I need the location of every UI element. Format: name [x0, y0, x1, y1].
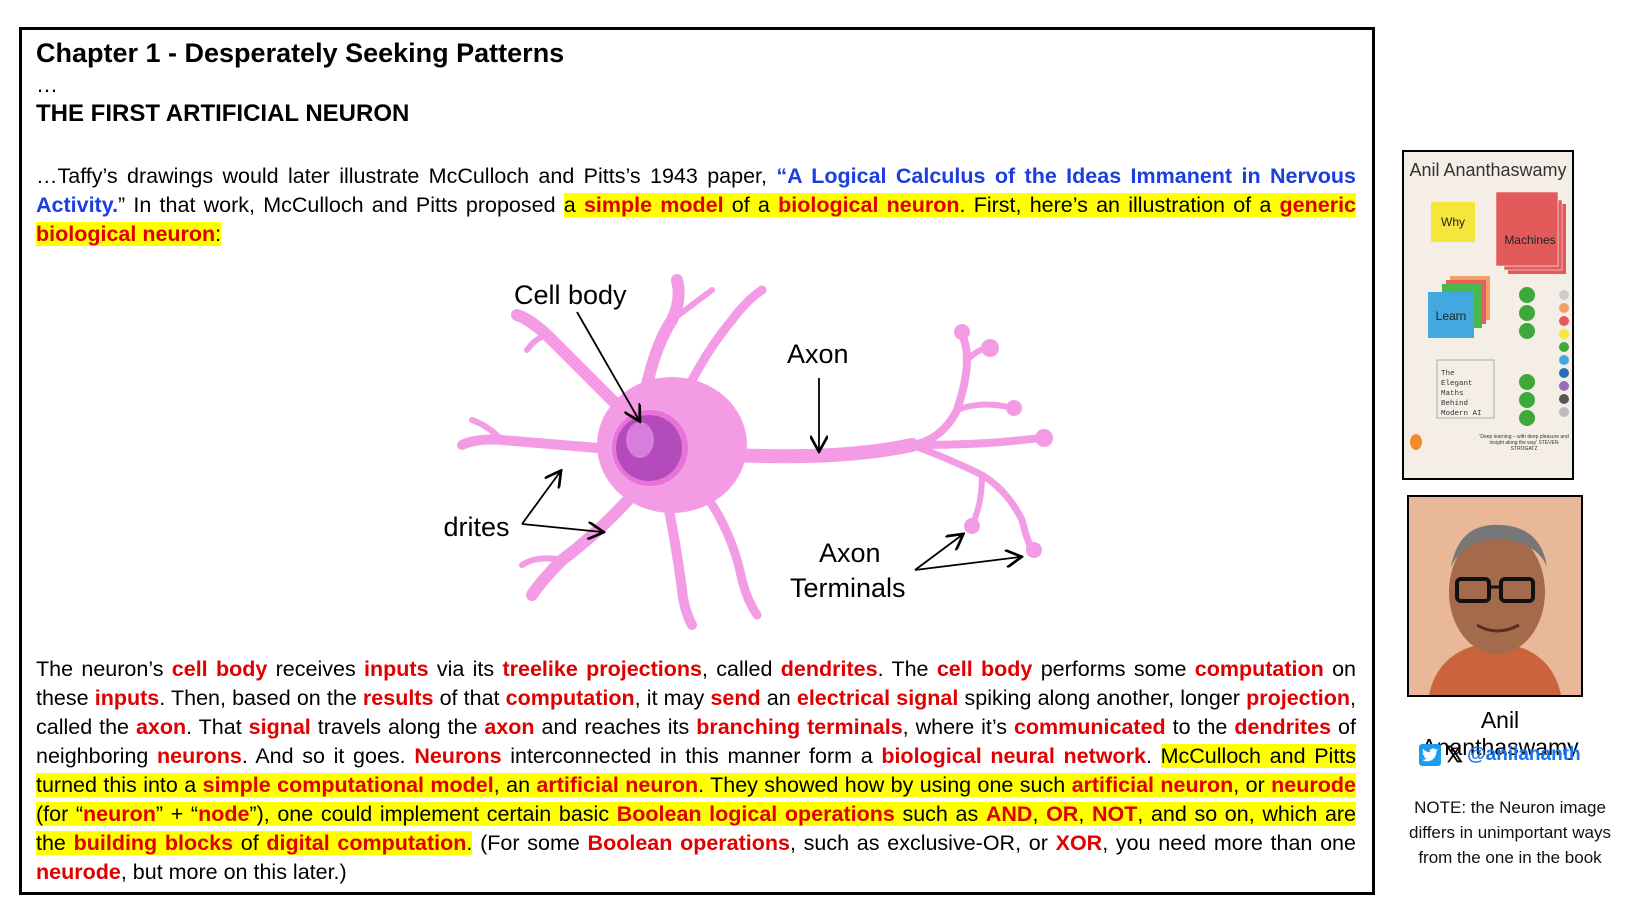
- handle-text[interactable]: @anilananth: [1467, 744, 1581, 765]
- section-title: THE FIRST ARTIFICIAL NEURON: [36, 100, 410, 127]
- book-word-learn: Learn: [1436, 309, 1467, 323]
- svg-text:Behind: Behind: [1441, 400, 1468, 408]
- book-word-machines: Machines: [1504, 233, 1555, 247]
- label-axon-terminals-1: Axon: [819, 538, 881, 568]
- paper-title: A Logical Calculus of the Ideas Immanent…: [36, 164, 1356, 217]
- x-icon: 𝕏: [1445, 742, 1464, 767]
- why-box: [1431, 202, 1475, 242]
- penguin-logo: [1410, 434, 1422, 450]
- label-cell-body: Cell body: [514, 280, 627, 310]
- label-dendrites: Dendrites: [442, 512, 510, 542]
- neuron-diagram: Cell body Axon Dendrites Axon Terminals: [442, 274, 1053, 630]
- book-word-why: Why: [1441, 215, 1465, 229]
- author-photo: [1407, 495, 1583, 697]
- book-cover: Anil Ananthaswamy Machines Why Learn The: [1402, 150, 1574, 480]
- chapter-title: Chapter 1 - Desperately Seeking Patterns: [36, 38, 565, 68]
- learn-box: [1428, 292, 1474, 338]
- author-name: Anil Ananthaswamy: [1421, 707, 1579, 760]
- body-paragraph: The neuron’s cell body receives inputs v…: [36, 657, 1357, 884]
- label-axon: Axon: [787, 339, 849, 369]
- output-dots: [1559, 290, 1569, 417]
- intro-paragraph: …Taffy’s drawings would later illustrate…: [36, 164, 1356, 246]
- svg-text:The: The: [1441, 370, 1455, 378]
- neuron-shape: [457, 274, 1046, 630]
- svg-text:Maths: Maths: [1441, 390, 1464, 398]
- svg-text:Modern AI: Modern AI: [1441, 410, 1482, 418]
- note-text: NOTE: the Neuron image differs in unimpo…: [1409, 798, 1611, 867]
- svg-text:Elegant: Elegant: [1441, 380, 1473, 388]
- book-author: Anil Ananthaswamy: [1409, 160, 1566, 180]
- subtitle-box: [1436, 359, 1495, 419]
- ellipsis: …: [36, 72, 58, 97]
- document-frame: Chapter 1 - Desperately Seeking Patterns…: [19, 27, 1375, 895]
- machines-stack: [1495, 191, 1566, 274]
- twitter-icon: [1419, 744, 1442, 766]
- social-handle[interactable]: 𝕏 @anilananth: [1400, 742, 1600, 768]
- label-axon-terminals-2: Terminals: [790, 573, 906, 603]
